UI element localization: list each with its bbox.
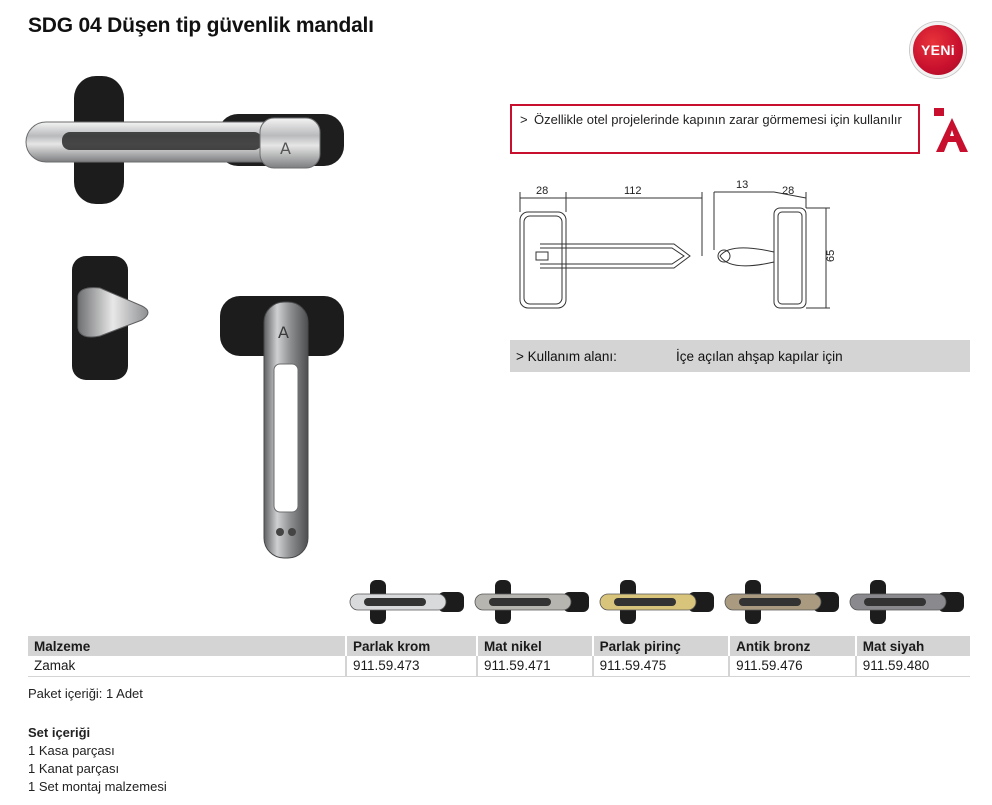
product-photo-frame-part: [72, 256, 149, 380]
usage-value: İçe açılan ahşap kapılar için: [676, 348, 843, 364]
feature-note: > Özellikle otel projelerinde kapının zar…: [510, 104, 920, 154]
product-photo-horizontal: A: [25, 76, 344, 204]
header-parlak-pirinc: Parlak pirinç: [592, 636, 731, 656]
dim-label-65: 65: [825, 250, 837, 262]
set-title: Set içeriği: [28, 725, 91, 740]
cell-code-mat-nikel: 911.59.471: [477, 656, 594, 677]
set-content: Set içeriği 1 Kasa parçası 1 Kanat parça…: [28, 724, 167, 796]
package-content: Paket içeriği: 1 Adet: [28, 686, 143, 701]
cell-code-parlak-pirinc: 911.59.475: [592, 656, 731, 677]
header-antik-bronz: Antik bronz: [729, 636, 857, 656]
dim-label-112: 112: [624, 185, 642, 197]
dim-label-28-right: 28: [782, 185, 794, 197]
finish-swatch-antik-bronz: [724, 580, 839, 624]
cell-code-mat-siyah: 911.59.480: [855, 656, 970, 677]
table-row: Zamak 911.59.473 911.59.471 911.59.475 9…: [28, 656, 970, 677]
dimension-drawing: 28 112 13 28 65: [519, 179, 837, 309]
feature-bullet: >: [520, 112, 528, 127]
header-malzeme: Malzeme: [28, 636, 347, 656]
dim-label-28-left: 28: [536, 185, 548, 197]
spec-table: Malzeme Parlak krom Mat nikel Parlak pir…: [28, 636, 970, 677]
svg-text:A: A: [278, 323, 289, 342]
finish-swatch-mat-nikel: [474, 580, 589, 624]
finish-swatch-mat-siyah: [849, 580, 964, 624]
finish-swatch-parlak-krom: [349, 580, 464, 624]
svg-text:A: A: [280, 139, 291, 158]
cell-code-antik-bronz: 911.59.476: [729, 656, 857, 677]
usage-label: > Kullanım alanı:: [516, 348, 617, 364]
finish-swatch-parlak-pirinc: [599, 580, 714, 624]
table-header-row: Malzeme Parlak krom Mat nikel Parlak pir…: [28, 636, 970, 656]
cell-material: Zamak: [28, 656, 347, 677]
cell-code-parlak-krom: 911.59.473: [346, 656, 479, 677]
header-parlak-krom: Parlak krom: [346, 636, 479, 656]
page-title: SDG 04 Düşen tip güvenlik mandalı: [28, 14, 374, 37]
finish-swatches: [348, 578, 970, 626]
dim-label-13: 13: [736, 179, 748, 191]
set-item-frame-part: 1 Kasa parçası: [28, 743, 115, 758]
set-item-sash-part: 1 Kanat parçası: [28, 761, 120, 776]
new-badge-label: YENi: [921, 42, 955, 58]
usage-area-bar: > Kullanım alanı: İçe açılan ahşap kapıl…: [510, 340, 970, 372]
new-badge: YENi: [910, 22, 966, 78]
feature-text: Özellikle otel projelerinde kapının zara…: [534, 112, 902, 127]
set-item-mounting-kit: 1 Set montaj malzemesi: [28, 779, 167, 794]
product-photo-hanging-arm: A: [220, 296, 344, 559]
header-mat-nikel: Mat nikel: [477, 636, 594, 656]
header-mat-siyah: Mat siyah: [855, 636, 970, 656]
brand-logo-icon: [934, 108, 968, 152]
